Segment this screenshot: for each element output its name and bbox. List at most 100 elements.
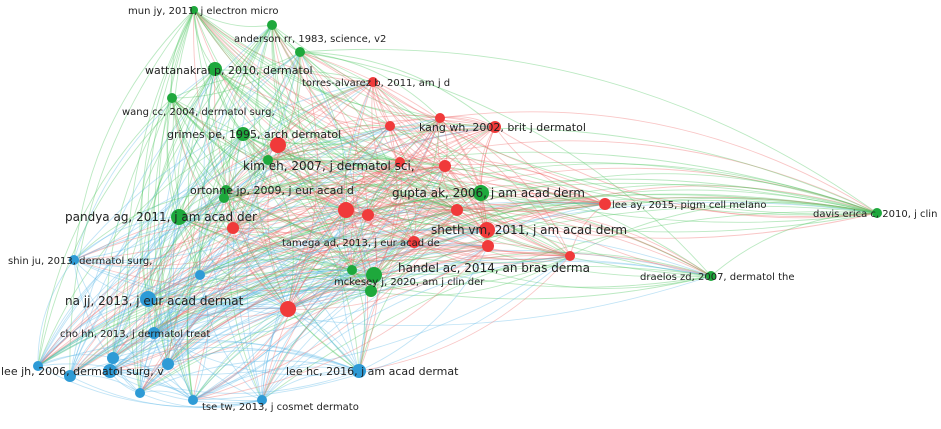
network-edge <box>73 161 401 262</box>
network-node-leejh[interactable] <box>103 364 117 378</box>
network-node-b1[interactable] <box>195 270 205 280</box>
network-node-tamega[interactable] <box>408 236 420 248</box>
network-edge <box>69 216 180 377</box>
network-edge <box>345 165 446 211</box>
network-node-r7[interactable] <box>280 301 296 317</box>
network-node-mun2011[interactable] <box>190 6 198 14</box>
network-node-g2[interactable] <box>219 193 229 203</box>
network-node-wang[interactable] <box>167 93 177 103</box>
network-edge <box>69 9 195 377</box>
network-edge <box>232 24 273 401</box>
network-edge <box>167 197 225 365</box>
network-edge <box>192 269 353 401</box>
network-edge <box>37 259 75 367</box>
network-edge <box>147 189 227 300</box>
network-node-kimeh[interactable] <box>270 137 286 153</box>
network-node-davis[interactable] <box>872 208 882 218</box>
network-edge <box>37 286 372 367</box>
network-edge <box>73 189 227 261</box>
network-node-b7[interactable] <box>257 395 267 405</box>
network-node-grimes[interactable] <box>236 127 250 141</box>
network-node-r11[interactable] <box>451 204 463 216</box>
network-node-mckesey[interactable] <box>365 285 377 297</box>
network-edge <box>73 259 712 327</box>
network-edge <box>147 245 489 310</box>
network-edge <box>112 192 482 359</box>
network-edge <box>389 125 458 211</box>
network-node-r10[interactable] <box>435 113 445 123</box>
network-edge <box>223 191 489 247</box>
network-edge <box>73 125 391 261</box>
network-node-na[interactable] <box>140 291 156 307</box>
network-node-g4[interactable] <box>263 155 273 165</box>
network-edge <box>232 206 347 229</box>
network-node-leeay[interactable] <box>599 198 611 210</box>
network-edge <box>225 189 415 244</box>
network-node-b3[interactable] <box>162 358 174 370</box>
network-edge <box>112 161 401 359</box>
network-node-wattanakrai[interactable] <box>208 62 222 76</box>
network-edge <box>225 189 458 223</box>
network-node-cho[interactable] <box>148 327 160 339</box>
network-edge <box>199 258 353 276</box>
network-node-shin[interactable] <box>69 255 79 265</box>
network-edge <box>73 259 149 300</box>
network-node-r1[interactable] <box>385 121 395 131</box>
network-node-leehc[interactable] <box>352 364 366 378</box>
network-edge <box>351 189 878 271</box>
node-label-pandya: pandya ag, 2011, j am acad der <box>65 210 257 224</box>
network-node-draelos[interactable] <box>706 271 716 281</box>
network-node-r5[interactable] <box>362 209 374 221</box>
network-node-g3[interactable] <box>347 265 357 275</box>
network-node-handel[interactable] <box>366 267 382 283</box>
network-node-gupta[interactable] <box>473 185 489 201</box>
network-node-r3[interactable] <box>439 160 451 172</box>
network-node-b2[interactable] <box>107 352 119 364</box>
node-label-leeay: lee ay, 2015, pigm cell melano <box>612 200 767 211</box>
network-node-anderson[interactable] <box>267 20 277 30</box>
network-edge <box>277 51 302 146</box>
network-node-r8[interactable] <box>482 240 494 252</box>
network-edge <box>287 252 712 310</box>
network-node-r9[interactable] <box>565 251 575 261</box>
network-edge <box>167 245 489 365</box>
network-node-ortonne[interactable] <box>221 185 231 195</box>
network-edge <box>345 117 441 211</box>
network-edge <box>69 209 347 377</box>
network-edge <box>109 274 375 372</box>
network-node-tse[interactable] <box>188 395 198 405</box>
network-node-b4[interactable] <box>135 388 145 398</box>
network-edge <box>242 133 606 212</box>
network-node-torres[interactable] <box>368 77 378 87</box>
network-edge <box>480 126 496 231</box>
network-node-b6[interactable] <box>64 370 76 382</box>
network-node-r2[interactable] <box>395 157 405 167</box>
network-edge <box>37 209 458 367</box>
network-node-r6[interactable] <box>227 222 239 234</box>
network-edge <box>73 9 195 261</box>
network-edge <box>193 9 273 27</box>
network-edge <box>153 286 372 334</box>
node-label-handel: handel ac, 2014, an bras derma <box>398 261 590 275</box>
network-node-r4[interactable] <box>338 202 354 218</box>
network-node-sheth[interactable] <box>479 222 495 238</box>
network-edge <box>192 209 458 401</box>
network-node-g1[interactable] <box>295 47 305 57</box>
network-edge <box>112 159 269 359</box>
network-edge <box>351 242 571 271</box>
network-edge <box>350 125 391 271</box>
network-edge <box>299 48 878 214</box>
network-edge <box>225 189 712 288</box>
network-edge <box>73 214 369 270</box>
network-node-pandya[interactable] <box>171 209 187 225</box>
network-edge <box>287 289 372 310</box>
network-node-kang[interactable] <box>489 121 501 133</box>
network-node-b5[interactable] <box>33 361 43 371</box>
network-edge <box>199 125 391 276</box>
network-edge <box>214 68 878 223</box>
network-edge <box>37 201 606 367</box>
network-edge <box>153 24 273 334</box>
network-edge <box>112 269 353 359</box>
network-edge <box>444 163 606 205</box>
network-edge <box>193 9 360 372</box>
